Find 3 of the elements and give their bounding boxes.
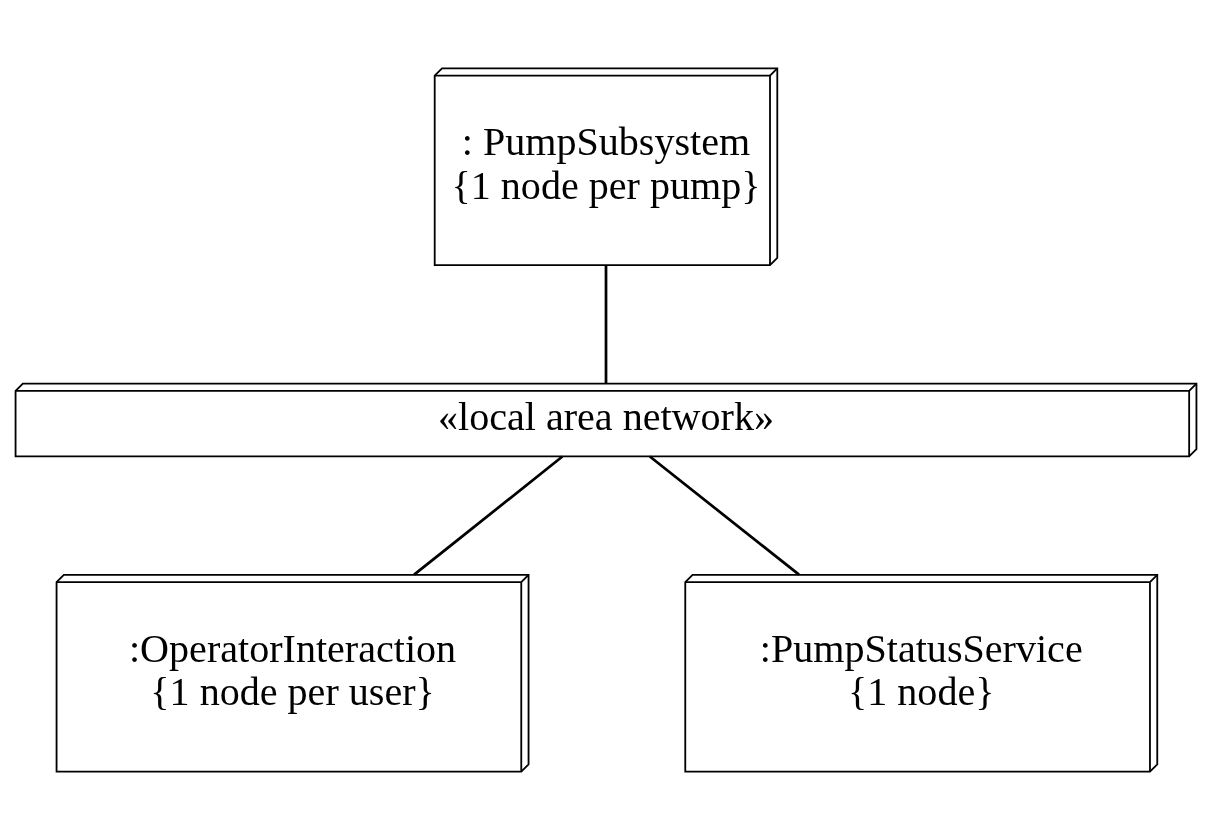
connector — [649, 454, 800, 576]
connector — [413, 454, 564, 576]
connector — [604, 265, 608, 383]
